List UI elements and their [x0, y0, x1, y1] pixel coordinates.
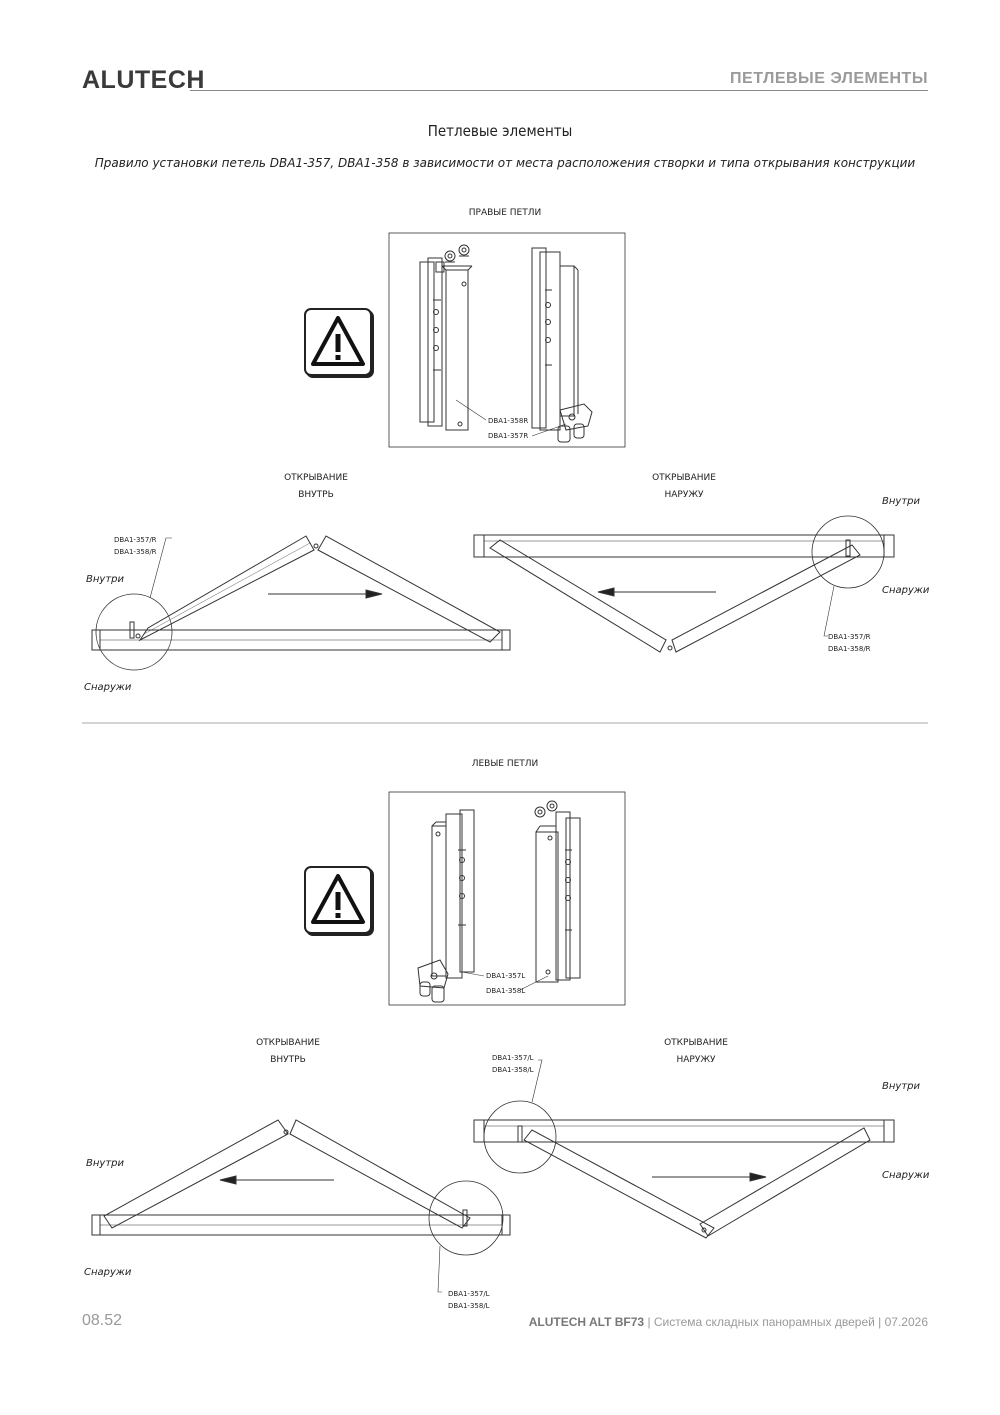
- right-outward-code1: DBA1-357/R: [828, 633, 871, 641]
- page-subtitle: Правило установки петель DBA1-357, DBA1-…: [94, 156, 916, 170]
- part-label-357r: DBA1-357R: [488, 432, 529, 440]
- footer-info: ALUTECH ALT BF73 | Система складных пано…: [529, 1315, 928, 1329]
- header-rule: [190, 90, 928, 91]
- left-hinges-frame: [388, 791, 626, 1006]
- left-outward-diagram: [473, 1059, 895, 1239]
- part-label-358r: DBA1-358R: [488, 417, 529, 425]
- right-inward-diagram: [91, 535, 511, 671]
- right-inward-inside: Внутри: [86, 574, 124, 585]
- page-title: Петлевые элементы: [427, 122, 573, 140]
- right-outward-outside: Снаружи: [882, 585, 930, 596]
- left-hinge-357l-drawing: [417, 809, 475, 1003]
- left-outward-outside: Снаружи: [882, 1170, 930, 1181]
- right-outward-diagram: [473, 515, 895, 653]
- section-title: ПЕТЛЕВЫЕ ЭЛЕМЕНТЫ: [730, 70, 928, 87]
- right-hinge-358r-drawing: [419, 244, 473, 431]
- right-outward-code2: DBA1-358/R: [828, 645, 871, 653]
- right-hinge-357r-drawing: [531, 247, 593, 443]
- left-inward-code1: DBA1-357/L: [448, 1290, 490, 1298]
- footer-product: ALUTECH ALT BF73: [528, 1315, 645, 1329]
- part-label-357l: DBA1-357L: [486, 972, 526, 980]
- right-inward-code2: DBA1-358/R: [114, 548, 157, 556]
- right-hinges-frame: [388, 232, 626, 448]
- right-inward-outside: Снаружи: [84, 682, 132, 693]
- right-inward-code1: DBA1-357/R: [114, 536, 157, 544]
- left-outward-inside: Внутри: [882, 1081, 920, 1092]
- left-hinges-heading: ЛЕВЫЕ ПЕТЛИ: [471, 759, 539, 769]
- right-hinges-heading: ПРАВЫЕ ПЕТЛИ: [468, 208, 542, 218]
- left-outward-code1: DBA1-357/L: [492, 1054, 534, 1062]
- left-inward-outside: Снаружи: [84, 1267, 132, 1278]
- left-inward-inside: Внутри: [86, 1158, 124, 1169]
- warning-sign-right: [304, 308, 372, 376]
- right-outward-inside: Внутри: [882, 496, 920, 507]
- part-label-358l: DBA1-358L: [486, 987, 526, 995]
- page-number: 08.52: [82, 1312, 123, 1329]
- warning-triangle-icon: [311, 874, 365, 924]
- brand-logo: ALUTECH: [82, 66, 205, 94]
- left-inward-diagram: [91, 1119, 511, 1293]
- left-outward-code2: DBA1-358/L: [492, 1066, 534, 1074]
- warning-triangle-icon: [311, 316, 365, 366]
- left-hinge-358l-drawing: [534, 800, 581, 983]
- footer-rest: | Система складных панорамных дверей | 0…: [644, 1315, 928, 1329]
- left-inward-code2: DBA1-358/L: [448, 1302, 490, 1310]
- warning-sign-left: [304, 866, 372, 934]
